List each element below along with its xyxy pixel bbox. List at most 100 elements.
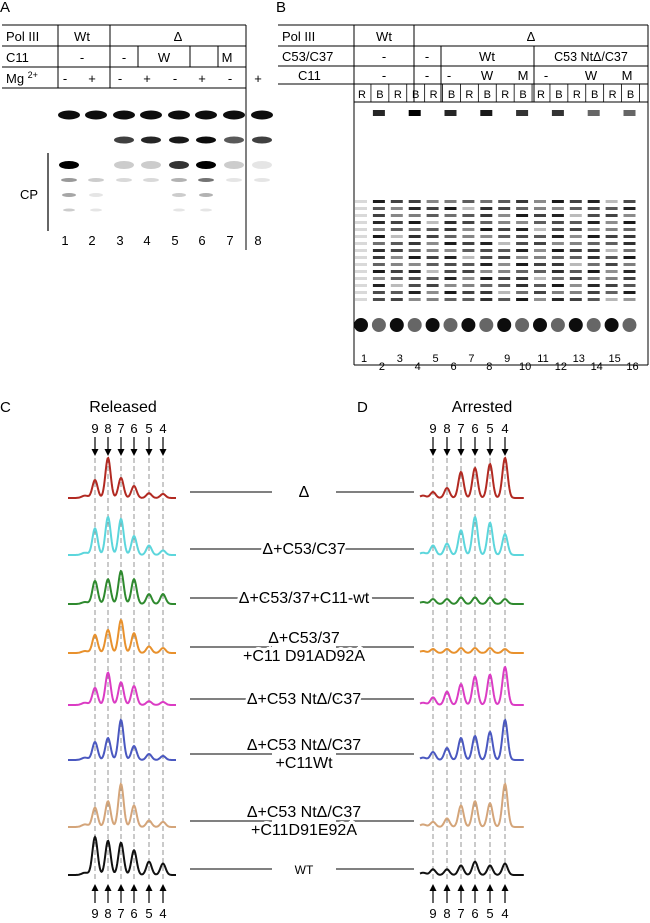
gel-band: [623, 110, 636, 116]
gel-band: [534, 291, 546, 294]
gel-band: [426, 284, 439, 287]
panel-b-gel: [354, 110, 637, 332]
gel-band: [516, 221, 529, 224]
gel-band: [372, 263, 385, 266]
gel-band: [252, 161, 272, 169]
mg-sign: -: [228, 71, 232, 86]
gel-band: [498, 221, 511, 224]
gel-band: [462, 221, 475, 224]
position-number: 5: [145, 421, 152, 436]
lane-number: 15: [608, 353, 620, 365]
gel-band: [223, 110, 245, 120]
released-trace: [68, 835, 176, 876]
gel-band: [569, 263, 582, 266]
panel-a-group: Wt: [74, 29, 90, 44]
gel-band: [462, 207, 475, 210]
gel-band: [408, 242, 421, 245]
gel-band: [551, 235, 564, 238]
gel-band: [462, 214, 475, 217]
gel-band: [355, 221, 367, 224]
gel-band: [516, 242, 529, 245]
gel-band: [372, 200, 385, 203]
gel-band: [551, 263, 564, 266]
gel-band: [462, 200, 475, 203]
gel-band: [408, 256, 421, 259]
gel-band: [515, 318, 530, 332]
position-number: 7: [457, 906, 464, 921]
gel-band: [534, 263, 546, 266]
panel-b-group: C53 NtΔ/C37: [554, 50, 628, 64]
lane-number: 1: [61, 233, 68, 248]
gel-band: [408, 291, 421, 294]
position-number: 7: [457, 421, 464, 436]
panel-a-group: Δ: [174, 29, 183, 44]
gel-band: [586, 318, 601, 332]
gel-band: [480, 235, 493, 238]
gel-band: [551, 277, 564, 280]
gel-band: [372, 298, 385, 301]
gel-band: [587, 221, 600, 224]
gel-band: [480, 277, 493, 280]
gel-band: [623, 277, 636, 280]
gel-band: [426, 277, 439, 280]
lane-number: 5: [433, 353, 439, 365]
released-trace: [68, 718, 176, 761]
gel-band: [569, 270, 582, 273]
gel-band: [426, 291, 439, 294]
gel-band: [516, 200, 529, 203]
gel-band: [444, 207, 457, 210]
gel-band: [569, 214, 582, 217]
c11-group: -: [382, 68, 386, 83]
gel-band: [569, 291, 582, 294]
gel-band: [569, 200, 582, 203]
gel-band: [480, 298, 493, 301]
panel-b: B Pol III C53/C37 C11 Wt Δ - - Wt C53 Nt…: [276, 0, 649, 373]
gel-band: [408, 249, 421, 252]
up-arrow-icon: [130, 884, 138, 891]
gel-band: [372, 242, 385, 245]
position-number: 7: [117, 906, 124, 921]
gel-band: [408, 298, 421, 301]
gel-band: [516, 249, 529, 252]
arrested-trace: [419, 665, 524, 706]
gel-band: [426, 200, 439, 203]
gel-band: [372, 228, 385, 231]
panel-a-row-label: C11: [6, 50, 29, 65]
lane-number: 3: [397, 353, 403, 365]
gel-band: [587, 277, 600, 280]
gel-band: [408, 263, 421, 266]
rb-label: R: [501, 89, 509, 101]
gel-band: [426, 263, 439, 266]
gel-band: [587, 263, 600, 266]
trace-label: Δ+C53/C37: [262, 541, 345, 558]
trace-label: Δ+C53/37+C11-wt: [239, 590, 370, 607]
arrested-trace: [419, 515, 524, 556]
gel-band: [462, 263, 475, 266]
panel-b-row-label: C11: [298, 68, 321, 83]
gel-band: [355, 263, 367, 266]
up-arrow-icon: [159, 884, 167, 891]
lane-number: 3: [116, 233, 123, 248]
gel-band: [390, 214, 403, 217]
rb-label: R: [609, 89, 617, 101]
panel-b-group: Wt: [376, 29, 392, 44]
gel-band: [141, 161, 161, 169]
gel-band: [498, 200, 511, 203]
lane-number: 10: [519, 361, 531, 373]
gel-band: [498, 256, 511, 259]
gel-band: [587, 298, 600, 301]
gel-band: [173, 208, 185, 212]
panel-a-group: M: [222, 50, 233, 65]
gel-band: [390, 291, 403, 294]
gel-band: [355, 228, 367, 231]
mg-sign: -: [118, 71, 122, 86]
up-arrow-icon: [117, 884, 125, 891]
rb-label: B: [591, 89, 598, 101]
up-arrow-icon: [91, 884, 99, 891]
gel-band: [516, 207, 529, 210]
gel-band: [372, 207, 385, 210]
lane-number: 11: [537, 353, 548, 365]
gel-band: [605, 263, 618, 266]
position-number: 9: [429, 906, 436, 921]
gel-band: [168, 110, 190, 120]
